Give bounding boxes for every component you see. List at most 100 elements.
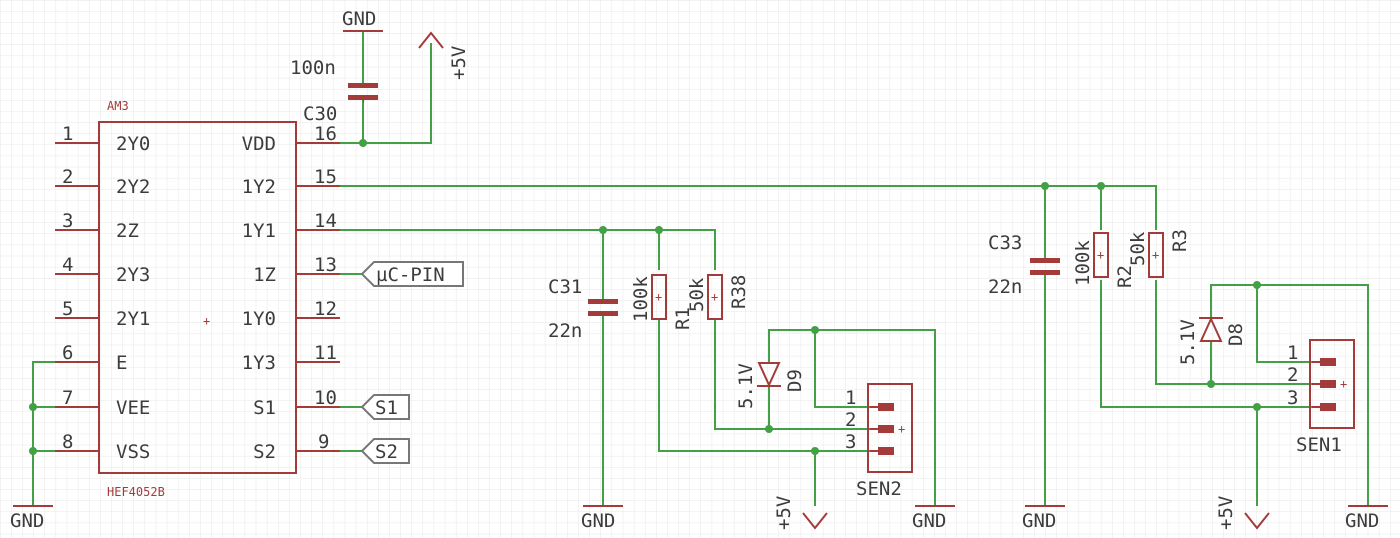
gnd-label: GND xyxy=(10,510,44,532)
ic-pin-name: 2Y2 xyxy=(116,176,150,198)
gnd-symbol-sen2: GND xyxy=(912,505,955,532)
ic-pin-num: 13 xyxy=(314,254,337,276)
sen1-pin: 1 xyxy=(1287,342,1298,364)
resistor-origin-mark: + xyxy=(1097,248,1104,262)
ic-body xyxy=(98,121,297,474)
ic-pin-name: 2Y3 xyxy=(116,264,150,286)
c30-name: C30 xyxy=(303,103,337,125)
net-label-uc-pin[interactable]: µC-PIN xyxy=(360,261,464,287)
gnd-symbol-left: GND xyxy=(10,505,53,532)
ic-pin-num: 12 xyxy=(314,298,337,320)
connector-origin-mark: + xyxy=(1340,377,1347,391)
ic-pin-num: 6 xyxy=(62,342,73,364)
r38-value: 50k xyxy=(686,277,708,312)
gnd-symbol-c33: GND xyxy=(1022,505,1065,532)
diode-d8[interactable]: 5.1V D8 xyxy=(1177,316,1247,365)
r3-value: 50k xyxy=(1127,231,1149,266)
resistor-r1[interactable]: + 100k R1 xyxy=(630,274,694,330)
vcc-symbol-top: +5V xyxy=(418,31,470,80)
r1-value: 100k xyxy=(630,276,652,322)
ic-pin-num: 9 xyxy=(318,431,329,453)
ic-right-pins: 16 15 14 13 12 11 10 9 VDD 1Y2 1Y1 1Z 1Y… xyxy=(242,123,340,463)
ic-pin-name: 1Z xyxy=(253,264,276,286)
ic-pin-name: 1Y1 xyxy=(242,220,276,242)
net-label-s2[interactable]: S2 xyxy=(360,438,410,464)
vcc-label: +5V xyxy=(448,46,470,80)
ic-pin-name: 1Y2 xyxy=(242,176,276,198)
c31-value: 22n xyxy=(548,320,582,342)
r38-name: R38 xyxy=(728,275,750,309)
ic-pin-name: 2Z xyxy=(116,220,139,242)
ic-pin-name: S1 xyxy=(253,397,276,419)
vcc-symbol-sen2: +5V xyxy=(773,496,828,530)
ic-pin-num: 1 xyxy=(62,123,73,145)
resistor-r3[interactable]: + 50k R3 xyxy=(1127,229,1191,278)
ic-pin-name: VSS xyxy=(116,441,150,463)
gnd-label: GND xyxy=(1345,510,1379,532)
c31-name: C31 xyxy=(548,276,582,298)
s1-label: S1 xyxy=(375,397,398,419)
ic-pin-name: VDD xyxy=(242,133,276,155)
r3-name: R3 xyxy=(1169,229,1191,252)
ic-pin-num: 4 xyxy=(62,254,73,276)
ic-pin-name: 2Y0 xyxy=(116,133,150,155)
ic-pin-name: VEE xyxy=(116,397,150,419)
net-label-s1[interactable]: S1 xyxy=(360,394,410,420)
c30-value: 100n xyxy=(290,57,336,79)
gnd-symbol-c31: GND xyxy=(581,505,623,532)
uc-pin-label: µC-PIN xyxy=(376,264,445,286)
s2-label: S2 xyxy=(375,441,398,463)
r1-name: R1 xyxy=(672,307,694,330)
gnd-label: GND xyxy=(912,510,946,532)
junctions xyxy=(29,139,1261,455)
resistor-r2[interactable]: + 100k R2 xyxy=(1072,232,1136,288)
ic-pin-num: 11 xyxy=(314,342,337,364)
ic-pin-num: 7 xyxy=(62,387,73,409)
sen1-pin: 2 xyxy=(1287,364,1298,386)
ic-pin-num: 5 xyxy=(62,298,73,320)
ic-pin-num: 15 xyxy=(314,166,337,188)
r2-value: 100k xyxy=(1072,240,1094,286)
gnd-symbol-sen1: GND xyxy=(1345,505,1388,532)
ic-am3[interactable]: AM3 HEF4052B + 1 2 3 4 5 6 7 8 2Y0 2Y2 2… xyxy=(55,99,340,499)
vcc-symbol-sen1: +5V xyxy=(1215,496,1270,530)
vcc-label: +5V xyxy=(1215,496,1237,530)
ic-left-pins: 1 2 3 4 5 6 7 8 2Y0 2Y2 2Z 2Y3 2Y1 E VEE… xyxy=(55,123,150,463)
d8-name: D8 xyxy=(1225,323,1247,346)
ic-pin-num: 8 xyxy=(62,431,73,453)
resistor-r38[interactable]: + 50k R38 xyxy=(686,274,750,320)
capacitor-c33[interactable]: C33 22n xyxy=(988,232,1060,298)
sen1-name: SEN1 xyxy=(1296,434,1342,456)
capacitor-c31[interactable]: C31 22n xyxy=(548,276,618,342)
capacitor-origin-mark: + xyxy=(360,92,367,106)
sen1-pin: 3 xyxy=(1287,387,1298,409)
gnd-label: GND xyxy=(1022,510,1056,532)
ic-pin-num: 2 xyxy=(62,166,73,188)
ic-pin-name: 1Y0 xyxy=(242,308,276,330)
gnd-label: GND xyxy=(342,8,376,30)
sen2-pin: 3 xyxy=(845,431,856,453)
ic-pin-num: 3 xyxy=(62,210,73,232)
resistor-origin-mark: + xyxy=(711,290,718,304)
d9-value: 5.1V xyxy=(735,363,757,409)
c33-value: 22n xyxy=(988,276,1022,298)
diode-d9[interactable]: 5.1V D9 xyxy=(735,362,806,409)
ic-pin-num: 14 xyxy=(314,210,337,232)
capacitor-c30[interactable]: + 100n C30 xyxy=(290,57,378,125)
c33-name: C33 xyxy=(988,232,1022,254)
sen2-name: SEN2 xyxy=(856,478,902,500)
resistor-origin-mark: + xyxy=(655,290,662,304)
d8-value: 5.1V xyxy=(1177,319,1199,365)
connector-sen2[interactable]: + 1 2 3 SEN2 xyxy=(845,383,913,500)
connector-sen1[interactable]: + 1 2 3 SEN1 xyxy=(1287,339,1355,456)
ic-pin-name: 1Y3 xyxy=(242,352,276,374)
sen2-pin: 1 xyxy=(845,387,856,409)
ic-pin-name: S2 xyxy=(253,441,276,463)
ic-origin-mark: + xyxy=(203,314,210,328)
ic-pin-name: E xyxy=(116,352,127,374)
ic-pin-num: 10 xyxy=(314,387,337,409)
gnd-label: GND xyxy=(581,510,615,532)
ic-pin-name: 2Y1 xyxy=(116,308,150,330)
